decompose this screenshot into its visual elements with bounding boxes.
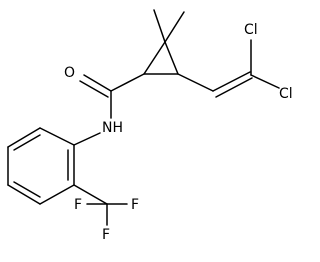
bond-methyl-2 — [164, 11, 185, 43]
bond-benzene-2 — [7, 127, 41, 148]
bond-vinyl-double-b — [215, 77, 253, 98]
bond-ring-1 — [143, 41, 166, 75]
bond-vinyl-single — [177, 73, 214, 92]
bond-benzene-inner-2 — [13, 181, 41, 198]
bond-ring-3 — [164, 41, 179, 75]
bond-co-double-a — [83, 74, 112, 92]
atom-labels: O NH Cl Cl F F F — [64, 22, 293, 243]
fluorine-left-label: F — [74, 197, 82, 213]
bond-n-aryl — [73, 132, 101, 146]
fluorine-right-label: F — [131, 197, 139, 213]
bond-cl-bottom — [250, 74, 280, 89]
fluorine-bottom-label: F — [102, 227, 110, 243]
bond-lines — [7, 9, 280, 226]
chlorine-bottom-label: Cl — [279, 86, 293, 102]
chemical-structure: O NH Cl Cl F F F — [7, 9, 293, 243]
bond-vinyl-double-a — [212, 71, 251, 92]
bond-benzene-1 — [39, 127, 75, 146]
amide-nh-label: NH — [102, 120, 123, 136]
chlorine-top-label: Cl — [244, 22, 258, 38]
bond-aryl-cf3 — [73, 184, 108, 205]
bond-benzene-4 — [7, 184, 41, 205]
bond-benzene-5 — [39, 184, 75, 205]
bond-carbonyl-c — [110, 73, 145, 92]
oxygen-label: O — [64, 65, 75, 81]
bond-benzene-inner-1 — [13, 134, 41, 151]
bond-methyl-1 — [153, 9, 166, 43]
bond-co-double-b — [79, 80, 109, 98]
